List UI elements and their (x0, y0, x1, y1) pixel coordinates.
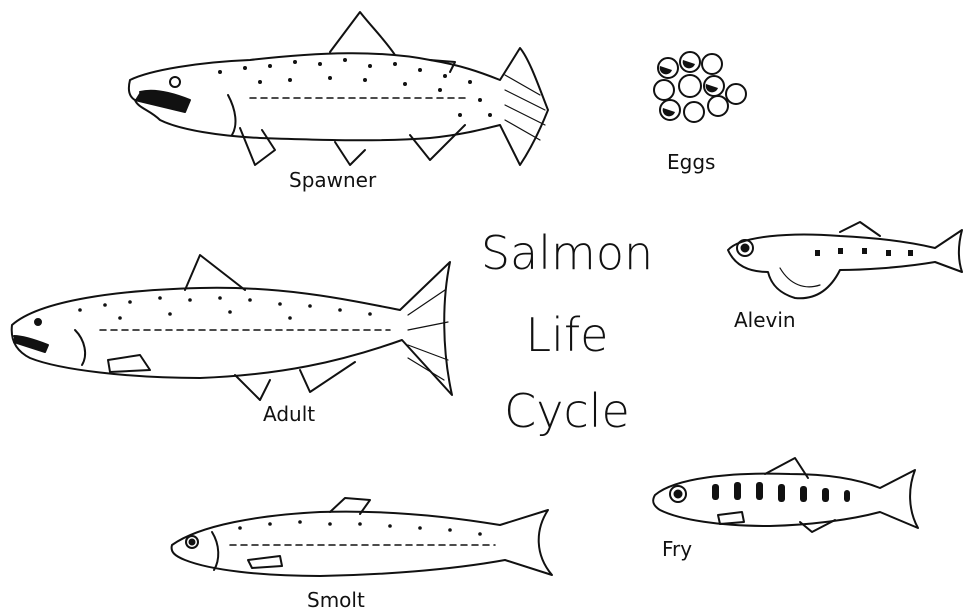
alevin-label: Alevin (734, 308, 796, 332)
adult-label: Adult (263, 402, 315, 426)
eggs-label: Eggs (667, 150, 715, 174)
fry-label: Fry (662, 537, 692, 561)
smolt-label: Smolt (307, 588, 365, 612)
title-line-2: Life (447, 308, 687, 362)
alevin-illustration (728, 222, 962, 298)
fry-fish-illustration (653, 458, 918, 532)
adult-fish-illustration (12, 255, 452, 400)
eggs-illustration (654, 52, 746, 122)
spawner-fish-illustration (129, 12, 548, 165)
title-line-3: Cycle (447, 384, 687, 438)
spawner-label: Spawner (289, 168, 376, 192)
title-line-1: Salmon (447, 226, 687, 280)
smolt-fish-illustration (172, 498, 552, 576)
